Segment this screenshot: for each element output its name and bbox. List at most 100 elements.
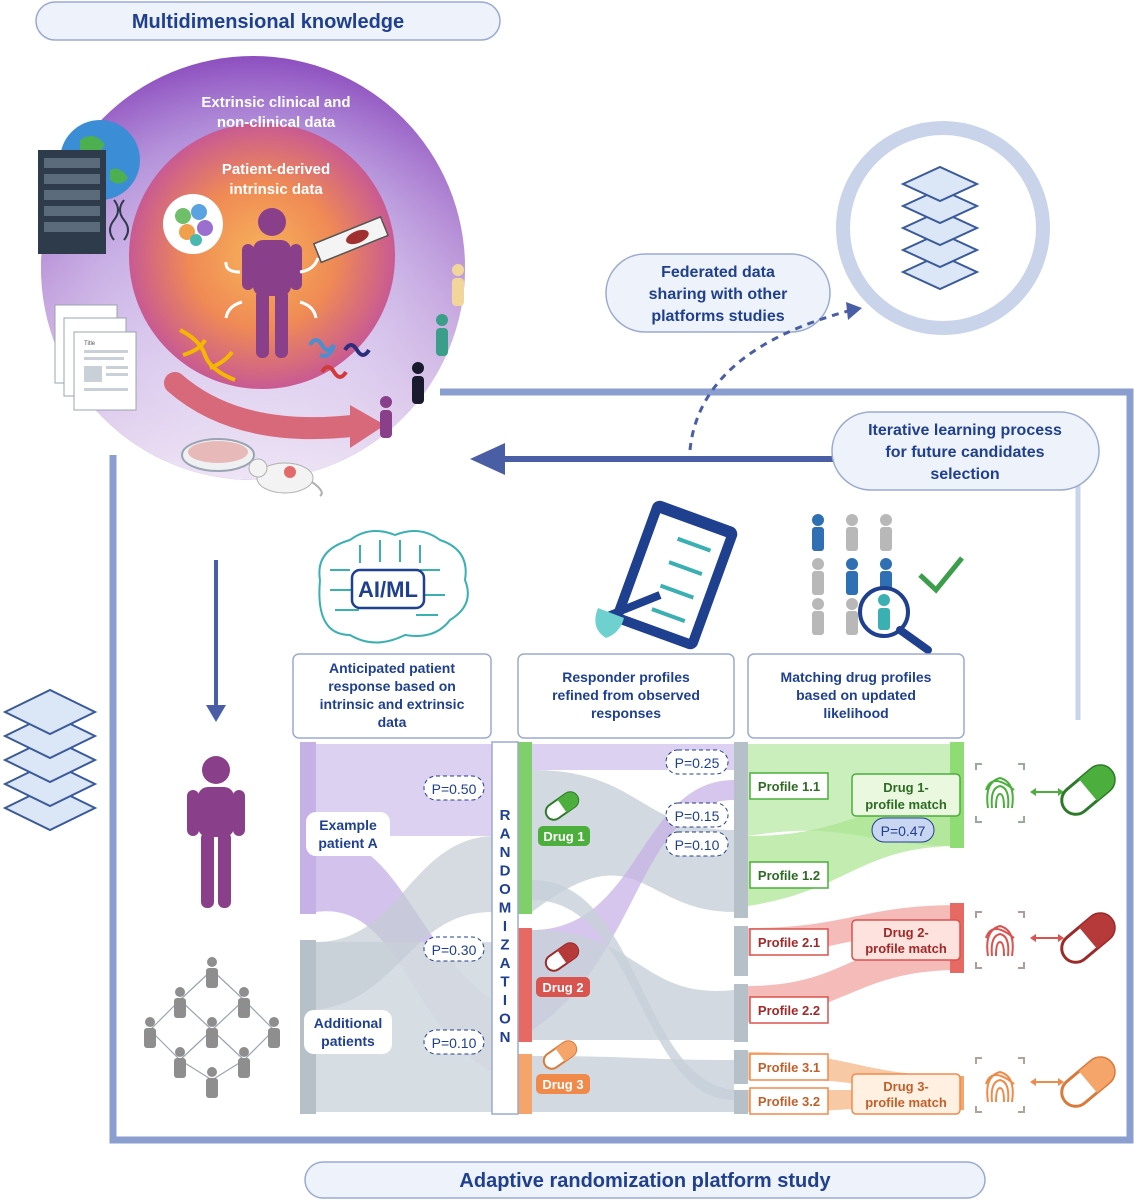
knowledge-circle: Extrinsic clinical and non-clinical data… xyxy=(41,56,465,480)
match-drug1: Drug 1- profile match xyxy=(851,773,961,817)
randomization-letter: N xyxy=(500,844,511,861)
knowledge-flow-arrow xyxy=(164,372,371,440)
profile-32-text: Profile 3.2 xyxy=(758,1094,820,1109)
federated-label-1: Federated data xyxy=(661,264,775,281)
col1-header-line3: intrinsic and extrinsic xyxy=(320,696,465,712)
iterative-label-2: for future candidates xyxy=(885,444,1044,461)
randomization-letter: A xyxy=(500,826,511,843)
prob-pill-010a: P=0.10 xyxy=(423,1029,485,1055)
col1-header-line1: Anticipated patient xyxy=(329,660,455,676)
randomization-letter: A xyxy=(500,955,511,972)
prob-030-text: P=0.30 xyxy=(432,942,477,958)
federated-label-box: Federated data sharing with other platfo… xyxy=(605,253,831,333)
petri-dish-icon xyxy=(181,438,255,472)
iterative-label-box: Iterative learning process for future ca… xyxy=(831,411,1100,491)
profile-11: Profile 1.1 xyxy=(749,772,829,800)
match-labels: Drug 1- profile match Drug 2- profile ma… xyxy=(851,773,961,1115)
profile-11-text: Profile 1.1 xyxy=(758,779,820,794)
additional-patients-line1: Additional xyxy=(314,1015,382,1031)
prob-015-text: P=0.15 xyxy=(675,808,720,824)
pill-red-large-icon xyxy=(1060,912,1116,964)
tissue-slide-icon xyxy=(312,215,390,264)
randomization-letter: Z xyxy=(500,937,509,954)
randomization-letter: I xyxy=(503,918,507,935)
randomization-letter: O xyxy=(499,881,511,898)
prob-pill-047: P=0.47 xyxy=(871,817,935,843)
prob-pill-025: P=0.25 xyxy=(665,749,729,775)
randomization-letter: D xyxy=(500,863,511,880)
profile-21-text: Profile 2.1 xyxy=(758,935,820,950)
pill-green-large-icon xyxy=(1060,764,1116,816)
ai-brain-icon: AI/ML xyxy=(318,530,469,644)
ai-ml-label: AI/ML xyxy=(358,577,418,602)
document-title: Title xyxy=(84,341,96,347)
node-profile32 xyxy=(734,1090,748,1114)
profile-12-text: Profile 1.2 xyxy=(758,868,820,883)
col2-header: Responder profiles refined from observed… xyxy=(517,653,735,739)
dna-helix-icon xyxy=(179,328,236,382)
col2-header-line1: Responder profiles xyxy=(562,669,690,685)
example-patient-line1: Example xyxy=(319,817,377,833)
additional-patients-line2: patients xyxy=(321,1033,375,1049)
profile-31-text: Profile 3.1 xyxy=(758,1060,820,1075)
additional-patients-label: Additional patients xyxy=(304,1010,392,1054)
col2-header-line2: refined from observed xyxy=(552,687,700,703)
match-drug1-line2: profile match xyxy=(865,797,947,812)
iterative-label-3: selection xyxy=(930,466,999,483)
federated-label-3: platforms studies xyxy=(651,308,784,325)
prob-050-text: P=0.50 xyxy=(432,781,477,797)
fingerprint-red-icon xyxy=(975,911,1025,969)
col3-header-line1: Matching drug profiles xyxy=(781,669,932,685)
node-profile22 xyxy=(734,984,748,1042)
sankey-nodes xyxy=(300,742,964,1114)
knowledge-flow-arrowhead xyxy=(350,405,385,448)
drug1-label: Drug 1 xyxy=(538,791,590,846)
profile-22: Profile 2.2 xyxy=(749,996,829,1024)
patient-selection-icon xyxy=(812,514,964,654)
match-drug2-line1: Drug 2- xyxy=(883,925,929,940)
mouse-icon xyxy=(248,458,323,497)
match-drug2: Drug 2- profile match xyxy=(851,919,961,961)
prob-047-text: P=0.47 xyxy=(881,823,926,839)
match-drug3: Drug 3- profile match xyxy=(851,1073,961,1115)
pill-green-icon xyxy=(544,791,580,821)
layers-left-icon xyxy=(2,688,98,832)
randomization-letter: R xyxy=(500,807,511,824)
randomization-letter: I xyxy=(503,992,507,1009)
node-profile31 xyxy=(734,1050,748,1084)
intrinsic-label-2: intrinsic data xyxy=(229,181,323,198)
drug3-label: Drug 3 xyxy=(536,1040,590,1094)
data-layers-icon xyxy=(900,165,980,291)
cell-cluster-icon xyxy=(163,194,223,254)
node-profile21 xyxy=(734,926,748,976)
fingerprint-green-icon xyxy=(975,763,1025,823)
profile-12: Profile 1.2 xyxy=(749,861,829,889)
col3-header-line3: likelihood xyxy=(823,705,888,721)
randomization-letter: M xyxy=(499,900,512,917)
bottom-title-pill: Adaptive randomization platform study xyxy=(304,1161,986,1199)
col1-header: Anticipated patient response based on in… xyxy=(292,653,492,739)
prob-pill-030: P=0.30 xyxy=(423,936,485,962)
profile-31: Profile 3.1 xyxy=(749,1053,829,1081)
people-stream-icon xyxy=(380,264,464,438)
fingerprint-orange-icon xyxy=(975,1057,1025,1113)
probability-pills: P=0.50 P=0.30 P=0.10 P=0.25 P=0.15 P=0.1… xyxy=(423,749,935,1055)
profile-22-text: Profile 2.2 xyxy=(758,1003,820,1018)
down-arrowhead xyxy=(206,705,226,722)
pill-orange-icon xyxy=(542,1040,578,1070)
col2-header-line3: responses xyxy=(591,705,661,721)
prob-010b-text: P=0.10 xyxy=(675,837,720,853)
extrinsic-label-2: non-clinical data xyxy=(217,114,336,131)
randomization-letter: N xyxy=(500,1029,511,1046)
federated-arrowhead xyxy=(846,302,862,320)
node-drug3 xyxy=(518,1054,532,1114)
node-profile11 xyxy=(734,742,748,834)
drug2-text: Drug 2 xyxy=(542,980,583,995)
example-patient-line2: patient A xyxy=(318,835,377,851)
platform-frame xyxy=(109,388,1134,1144)
pill-red-icon xyxy=(544,942,580,972)
match-drug2-line2: profile match xyxy=(865,941,947,956)
iterative-label-1: Iterative learning process xyxy=(868,422,1062,439)
